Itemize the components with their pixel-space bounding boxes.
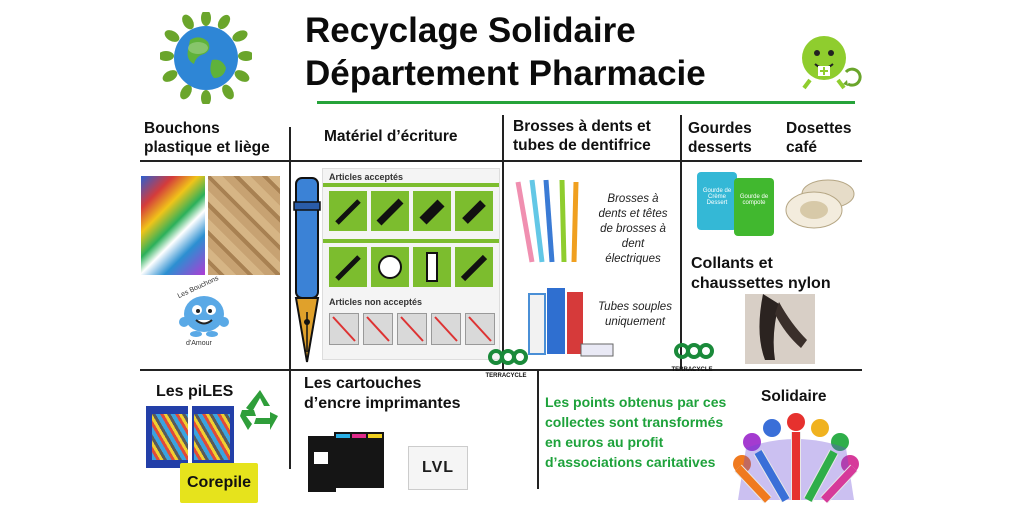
toothpaste-tubes-image xyxy=(525,286,615,358)
corepile-brand: Corepile xyxy=(186,474,251,491)
accepted-tile-correction-pen xyxy=(413,247,451,287)
accepted-tile-pencil-mech xyxy=(329,247,367,287)
accepted-tile-marker xyxy=(413,191,451,231)
not-accepted-label: Articles non acceptés xyxy=(329,297,423,307)
recycle-icon xyxy=(234,386,286,432)
grid-line-middle xyxy=(140,369,862,371)
gourde-compote: Gourde de compote xyxy=(734,178,774,236)
section-title-bouchons: Bouchons plastique et liège xyxy=(144,120,270,156)
terracycle-icon-left: TERRACYCLE xyxy=(484,346,529,379)
accepted-bar xyxy=(323,183,499,187)
accepted-label: Articles acceptés xyxy=(329,172,404,182)
brosses-note-tubes: Tubes souples uniquement xyxy=(598,301,672,328)
ink-cartridges-image xyxy=(306,430,394,494)
bottle-caps-image xyxy=(141,176,205,275)
section-title-piles: Les piLES xyxy=(156,383,234,400)
mascot-icon xyxy=(798,28,862,92)
points-info-text: Les points obtenus par ces collectes son… xyxy=(545,394,727,470)
batteries-bins-image xyxy=(146,406,234,468)
section-title-brosses: Brosses à dents et tubes de dentifrice xyxy=(513,118,651,154)
corepile-logo: Corepile xyxy=(180,463,258,503)
rejected-tile-2 xyxy=(363,313,393,345)
accepted-tile-pen xyxy=(329,191,367,231)
gourde-compote-label: Gourde de compote xyxy=(739,194,769,206)
brosses-note-electric: Brosses à dents et têtes de brosses à de… xyxy=(598,193,668,265)
nylon-tights-image xyxy=(745,294,815,364)
cork-image xyxy=(208,176,280,275)
accepted-tile-fountain xyxy=(455,247,493,287)
bouchons-logo-text-bottom: d'Amour xyxy=(186,340,212,347)
lvl-logo: LVL xyxy=(408,446,468,490)
earth-logo-icon xyxy=(158,10,254,106)
rejected-tile-3 xyxy=(397,313,427,345)
grid-vline-5 xyxy=(537,369,539,489)
section-title-ecriture: Matériel d’écriture xyxy=(324,128,458,145)
fountain-pen-icon xyxy=(290,172,326,368)
section-title-cartouches: Les cartouches d’encre imprimantes xyxy=(304,375,461,412)
grid-line-top xyxy=(140,160,862,162)
accepted-tile-felt xyxy=(371,191,409,231)
terracycle-label-right: TERRACYCLE xyxy=(671,367,713,373)
accepted-tile-corrector xyxy=(371,247,409,287)
solidarity-circle-image xyxy=(728,408,864,504)
section-title-solidaire: Solidaire xyxy=(761,388,827,405)
gourde-creme-label: Gourde de Crème Dessert xyxy=(702,188,732,206)
section-title-gourdes: Gourdes desserts xyxy=(688,120,752,156)
lvl-logo-text: LVL xyxy=(421,459,455,476)
coffee-pods-image xyxy=(784,176,858,232)
accepted-bar-2 xyxy=(323,239,499,243)
rejected-tile-4 xyxy=(431,313,461,345)
accepted-tile-highlighter xyxy=(455,191,493,231)
toothbrushes-image xyxy=(512,176,592,268)
title-line-2: Département Pharmacie xyxy=(305,54,706,93)
gourde-creme: Gourde de Crème Dessert xyxy=(697,172,737,230)
section-title-dosettes: Dosettes café xyxy=(786,120,852,156)
grid-vline-2 xyxy=(502,115,504,370)
grid-vline-3 xyxy=(680,115,682,370)
grid-vline-1 xyxy=(289,127,291,369)
grid-vline-4 xyxy=(289,369,291,469)
articles-panel: Articles acceptés Articles non acceptés xyxy=(322,168,500,360)
title-underline xyxy=(317,101,855,104)
title-line-1: Recyclage Solidaire xyxy=(305,11,636,50)
terracycle-icon-right: TERRACYCLE xyxy=(670,340,715,373)
section-title-collants: Collants et chaussettes nylon xyxy=(691,255,831,292)
terracycle-label-left: TERRACYCLE xyxy=(485,373,527,379)
rejected-tile-1 xyxy=(329,313,359,345)
bouchons-amour-logo xyxy=(172,282,236,348)
rejected-tile-5 xyxy=(465,313,495,345)
